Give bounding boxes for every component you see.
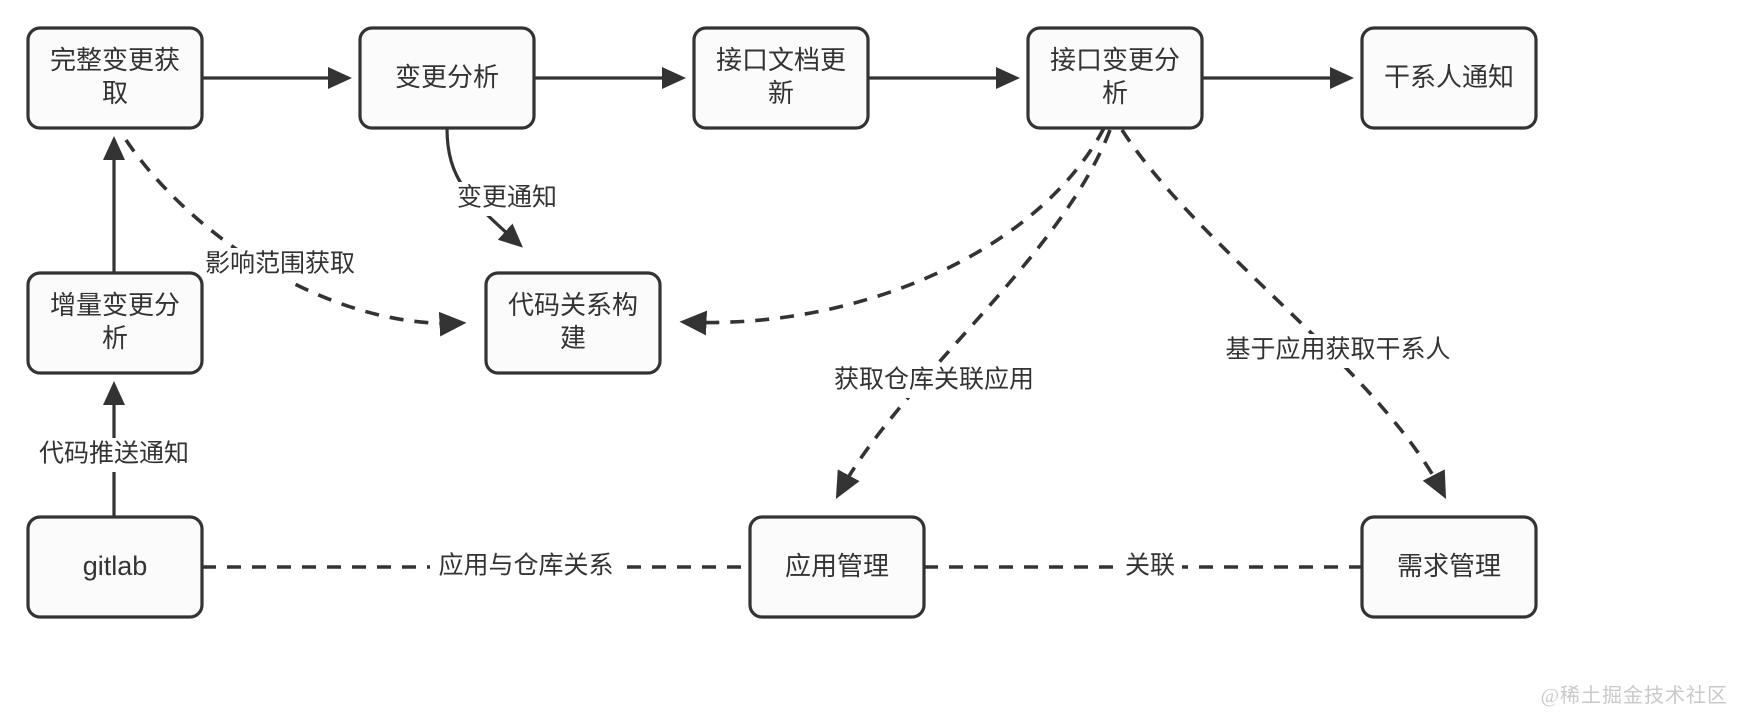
edge-label-association: 关联 [1118,550,1182,584]
node-app-management-line1: 应用管理 [785,551,889,581]
node-api-doc-update-line1: 接口文档更 [716,45,846,75]
node-api-change-analysis-line2: 析 [1102,78,1128,108]
node-incremental-change-analysis[interactable]: 增量变更分 析 [26,271,204,375]
node-incremental-change-analysis-line2: 析 [102,323,128,353]
node-app-management[interactable]: 应用管理 [748,515,926,619]
edge-api-change-analysis-to-code-relation-dashed [679,127,1106,336]
node-api-doc-update[interactable]: 接口文档更 新 [692,26,870,130]
edge-label-impact-scope-fetch: 影响范围获取 [197,248,363,282]
node-full-change-fetch-line1: 完整变更获 [50,45,180,75]
node-stakeholder-notify[interactable]: 干系人通知 [1360,26,1538,130]
node-gitlab[interactable]: gitlab [26,515,204,619]
edge-label-fetch-repo-related-app-text: 获取仓库关联应用 [834,366,1034,394]
node-requirement-management-line1: 需求管理 [1397,551,1501,581]
edge-label-code-push-notify: 代码推送通知 [30,438,198,472]
node-api-change-analysis[interactable]: 接口变更分 析 [1026,26,1204,130]
edge-label-app-repo-relation-text: 应用与仓库关系 [438,552,613,580]
edge-label-change-notify: 变更通知 [452,182,562,216]
edge-label-code-push-notify-text: 代码推送通知 [39,440,189,468]
node-gitlab-line1: gitlab [83,551,148,581]
edge-label-fetch-stakeholder-by-app-text: 基于应用获取干系人 [1225,336,1450,364]
node-api-doc-update-line2: 新 [768,78,794,108]
node-incremental-change-analysis-line1: 增量变更分 [50,290,180,320]
node-stakeholder-notify-line1: 干系人通知 [1384,62,1514,92]
node-full-change-fetch[interactable]: 完整变更获 取 [26,26,204,130]
edge-api-change-analysis-to-requirement-management-dashed [1120,129,1447,500]
node-change-analysis-line1: 变更分析 [395,62,499,92]
watermark: @稀土掘金技术社区 [1540,685,1728,707]
node-change-analysis[interactable]: 变更分析 [358,26,536,130]
node-requirement-management[interactable]: 需求管理 [1360,515,1538,619]
node-code-relation-build[interactable]: 代码关系构 建 [484,271,662,375]
edge-api-change-analysis-to-app-management-dashed [835,129,1112,499]
node-api-change-analysis-line1: 接口变更分 [1050,45,1180,75]
node-code-relation-build-line1: 代码关系构 [508,290,638,320]
edge-label-fetch-repo-related-app: 获取仓库关联应用 [828,364,1040,398]
edge-label-app-repo-relation: 应用与仓库关系 [430,550,622,584]
node-full-change-fetch-line2: 取 [102,78,128,108]
edge-label-change-notify-text: 变更通知 [457,184,557,212]
node-code-relation-build-line2: 建 [560,323,586,353]
edge-label-association-text: 关联 [1125,552,1175,580]
edge-label-fetch-stakeholder-by-app: 基于应用获取干系人 [1218,334,1458,368]
edge-label-impact-scope-fetch-text: 影响范围获取 [205,250,355,278]
